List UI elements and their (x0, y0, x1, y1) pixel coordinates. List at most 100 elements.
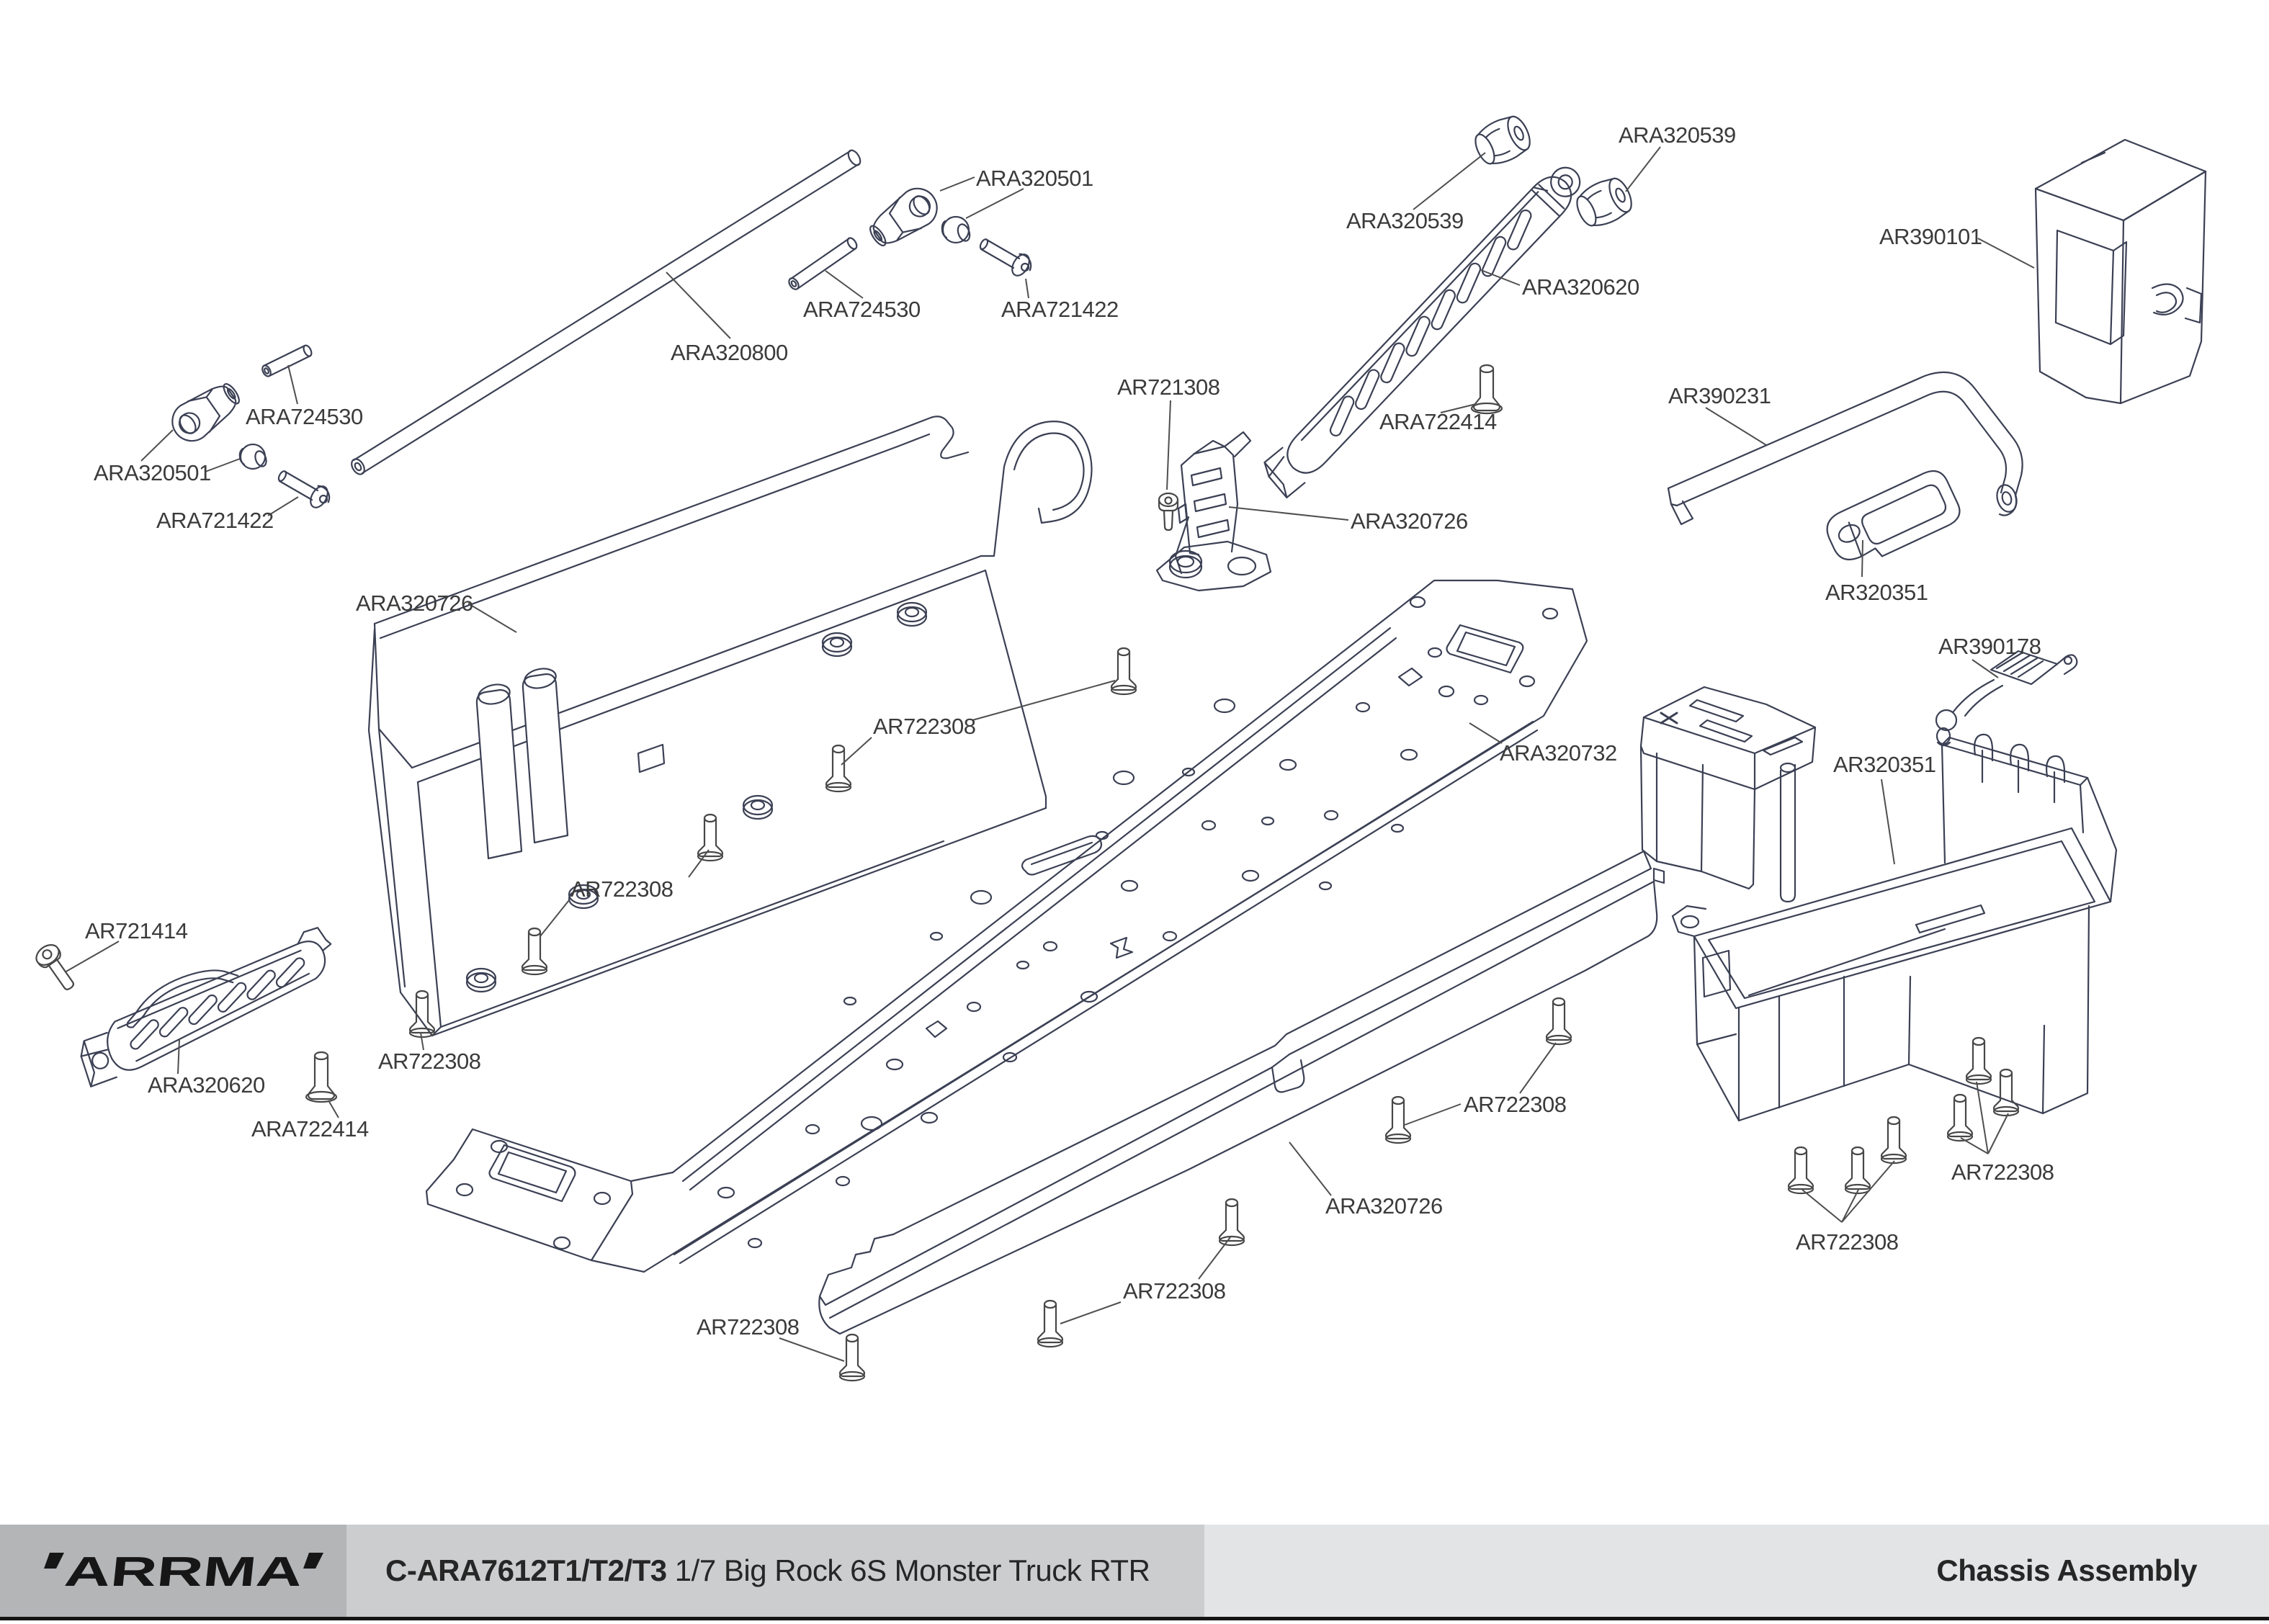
part-strap-clip-ar320351-top (1826, 470, 1961, 561)
part-line (980, 465, 1006, 557)
part-line (1693, 827, 2112, 1010)
part-hole (1972, 1036, 1986, 1046)
part-line (888, 197, 922, 241)
part-line (1579, 178, 1629, 227)
part-line (431, 807, 1047, 1037)
part-screw-ar722308 (1787, 1146, 1814, 1195)
part-chassis-plate-ara320732 (425, 579, 1588, 1273)
part-subgroup (465, 601, 928, 993)
part-hole (313, 1051, 329, 1061)
part-hole (1225, 1198, 1239, 1208)
part-line (590, 1171, 674, 1273)
leader-line (1469, 722, 1503, 744)
part-screw-ar721414 (35, 944, 75, 990)
part-hole (1680, 915, 1700, 929)
part-line (1981, 749, 2056, 804)
part-line (361, 163, 860, 475)
part-hole (1545, 1034, 1572, 1046)
part-label: ARA320726 (1325, 1193, 1443, 1219)
leader-line (1060, 1301, 1122, 1324)
part-label: AR722308 (1464, 1092, 1567, 1117)
part-hole (1409, 596, 1426, 609)
part-hole (829, 637, 845, 648)
part-label: ARA320726 (1351, 508, 1468, 534)
part-slot (130, 1019, 159, 1050)
part-subgroup (869, 187, 938, 247)
part-line (1700, 763, 1704, 873)
part-line (681, 627, 1392, 1183)
part-line (1013, 432, 1085, 511)
part-line (984, 569, 1047, 809)
part-line (187, 389, 221, 433)
footer-logo-block: ARRMA (0, 1525, 346, 1617)
part-hole (1507, 115, 1531, 151)
part-pin-ara724530-top (788, 237, 858, 290)
part-hole (957, 223, 971, 242)
part-hole (835, 1175, 851, 1187)
part-slot (188, 994, 218, 1026)
part-hole (747, 1237, 763, 1249)
part-hole (303, 344, 313, 357)
part-line (1965, 1040, 1992, 1081)
part-hole (1473, 694, 1489, 706)
part-hole (831, 744, 846, 754)
part-hole (1887, 1116, 1901, 1126)
part-hole (305, 1090, 338, 1103)
leader-line (287, 364, 298, 405)
part-battery-tray-ar320351 (1671, 733, 2118, 1122)
part-line (1190, 467, 1223, 487)
part-hole (1080, 990, 1098, 1003)
part-subgroup (1576, 177, 1632, 227)
chassis-holes (717, 647, 1489, 1249)
part-label: AR390231 (1668, 383, 1771, 408)
part-hole (521, 964, 548, 976)
part-hole (742, 794, 774, 816)
part-screw-ara721422-left (277, 470, 331, 508)
part-hole (593, 1191, 612, 1206)
part-side-guard-ara320726-left (367, 416, 1093, 1037)
part-screw-ara721422-top (979, 238, 1032, 277)
part-line (1263, 447, 1288, 498)
part-line (107, 941, 326, 1071)
part-hole (1110, 684, 1137, 696)
part-hole (1427, 647, 1443, 658)
part-hole (1474, 133, 1495, 165)
part-hole (1218, 1235, 1245, 1247)
part-line (643, 579, 1588, 1273)
part-line (522, 673, 569, 844)
part-screw-ar722308 (697, 813, 724, 862)
part-label: AR722308 (1951, 1159, 2054, 1185)
part-hole (979, 238, 989, 250)
part-line (1995, 651, 2044, 678)
part-side-guard-ara320726-bottom (818, 850, 1658, 1335)
part-hole (1953, 1093, 1967, 1103)
part-line (689, 637, 1397, 1191)
part-line (1737, 975, 1912, 1122)
part-hole (697, 851, 724, 862)
part-line (1397, 667, 1423, 687)
part-line (1196, 519, 1230, 539)
footer-section-block: Chassis Assembly (1204, 1525, 2269, 1617)
part-bushing-ara320539-left (1474, 115, 1531, 165)
part-label: AR390178 (1938, 634, 2041, 659)
part-line (980, 238, 1021, 269)
part-line (2034, 187, 2125, 405)
part-hole (1992, 1105, 2020, 1117)
part-hole (42, 949, 53, 960)
leader-line (1228, 506, 1349, 521)
leader-line (64, 941, 120, 973)
part-line (1826, 470, 1961, 561)
leader-line (540, 900, 570, 937)
leader-line (1861, 539, 1863, 578)
part-screw-ar721308 (1158, 492, 1179, 531)
part-label: ARA320539 (1346, 208, 1464, 233)
part-line (1163, 509, 1174, 531)
part-hole (1168, 549, 1203, 574)
leader-line (1166, 400, 1171, 490)
leader-line (267, 496, 299, 516)
part-line (1915, 904, 1986, 934)
part-slot (246, 969, 276, 1000)
part-screw-ar722308 (408, 990, 436, 1038)
part-chassis-brace-ara320620-left (80, 927, 332, 1087)
part-hole (310, 485, 328, 508)
